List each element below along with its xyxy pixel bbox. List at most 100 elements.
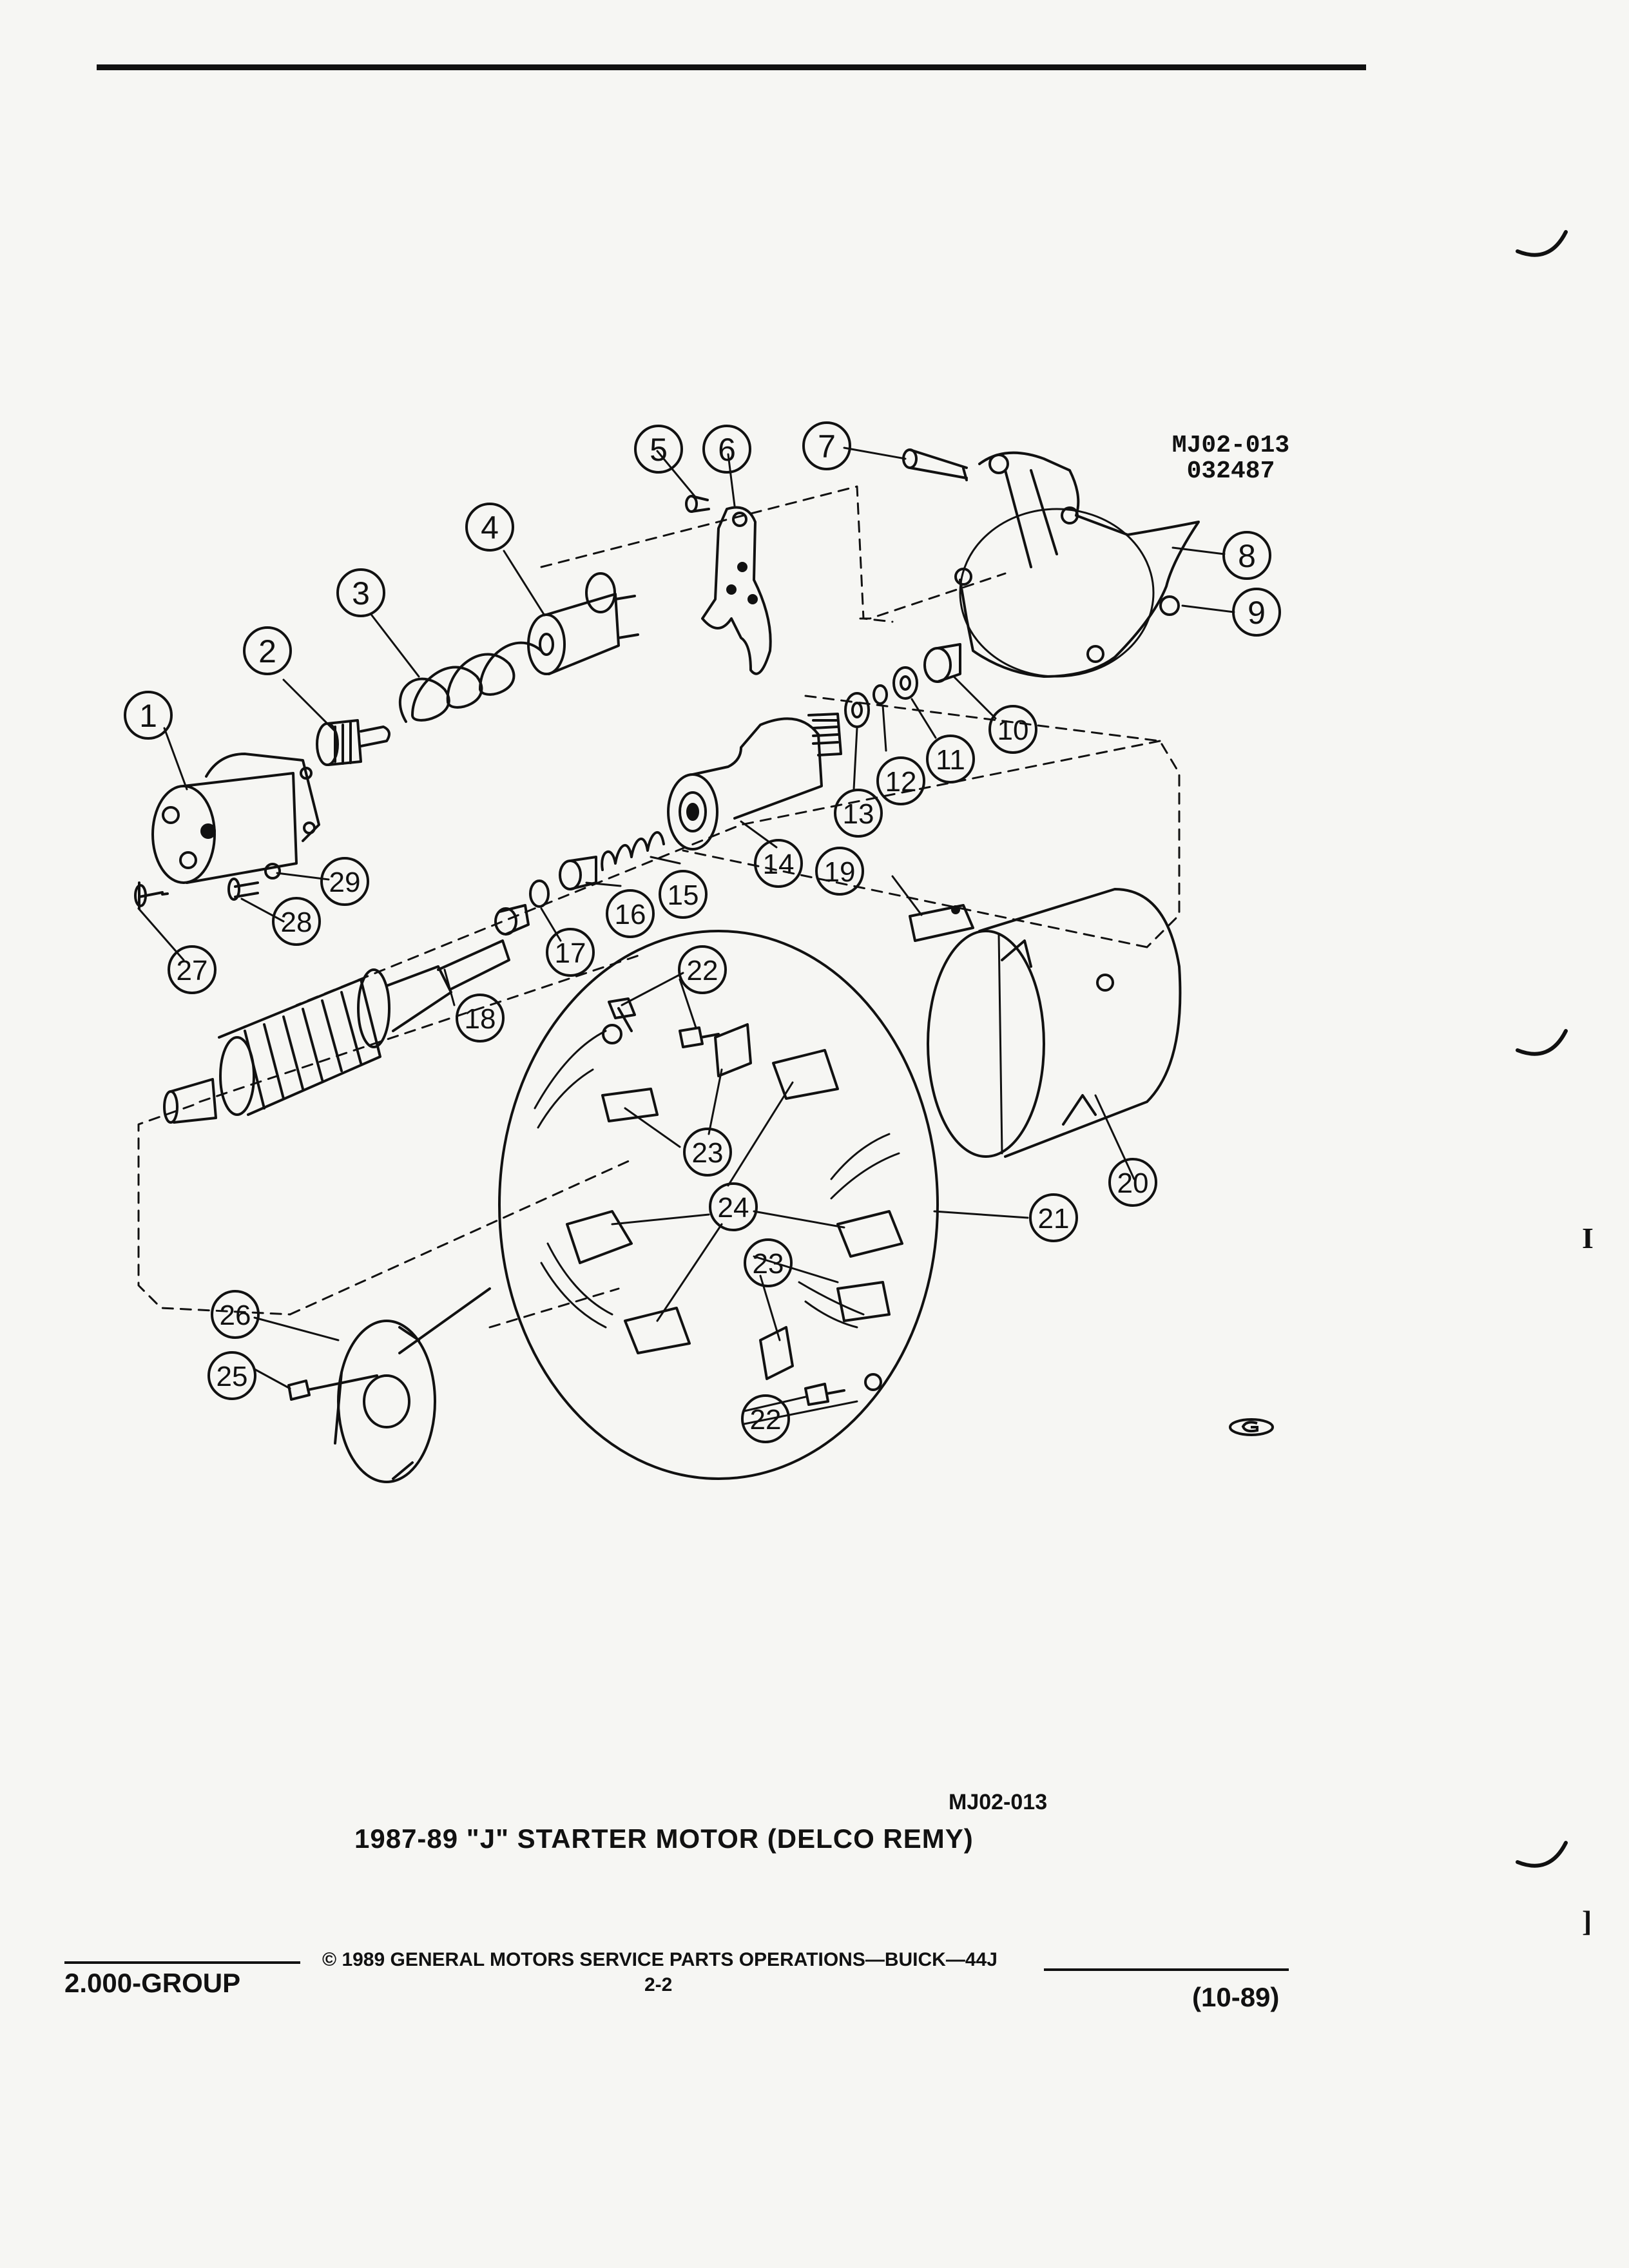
drive-spring [601,831,665,871]
callout-21: 21 [1029,1193,1078,1242]
drive-housing-bolt [902,448,968,481]
brush-holder-screw [608,997,636,1032]
callout-16: 16 [606,889,655,938]
footer-rule-right [1044,1968,1289,1971]
callout-3: 3 [336,568,385,617]
callout-24: 24 [709,1182,758,1231]
stamp-date-code: 032487 [1186,457,1275,485]
callout-2: 2 [243,626,292,675]
callout-22-bottom-label: 22 [750,1404,782,1436]
brush-holder-assembly [498,930,939,1480]
callout-11-label: 11 [936,744,965,776]
field-frame [927,888,1182,1158]
callout-13: 13 [834,789,883,838]
figure-code: MJ02-013 [949,1790,1048,1814]
footer-group: 2.000-GROUP [64,1968,241,1998]
callout-19: 19 [815,847,864,896]
callout-23-bottom-label: 23 [753,1248,784,1280]
callout-17-label: 17 [555,937,586,969]
solenoid [151,753,320,884]
callout-10-label: 10 [998,715,1029,746]
callout-26-label: 26 [220,1300,251,1331]
callout-25-label: 25 [217,1361,248,1392]
callout-1-label: 1 [139,698,157,734]
callout-22-top-label: 22 [687,955,718,986]
housing-nut [1159,595,1180,616]
callout-6: 6 [702,425,751,474]
callout-15-label: 15 [668,879,699,911]
callout-25: 25 [207,1351,256,1400]
callout-28-label: 28 [281,907,313,938]
edge-mark-2: ] [1582,1905,1592,1937]
footer-copyright: © 1989 GENERAL MOTORS SERVICE PARTS OPER… [322,1949,998,1970]
shift-lever [701,506,772,675]
callout-22-top: 22 [678,945,727,994]
retainer-ring [872,684,888,705]
callout-4-label: 4 [481,510,499,546]
callout-21-label: 21 [1038,1203,1070,1235]
callout-11: 11 [926,735,975,783]
solenoid-screw [134,881,169,910]
drive-bushing [923,643,961,683]
callout-5: 5 [634,425,683,474]
callout-16-label: 16 [615,899,646,930]
return-spring [398,641,543,723]
callout-24-label: 24 [718,1192,749,1224]
spacer [559,856,597,890]
callout-8-label: 8 [1238,538,1256,574]
pin [685,495,710,513]
edge-mark-1: I [1582,1222,1594,1254]
figure-title: 1987-89 "J" STARTER MOTOR (DELCO REMY) [354,1823,974,1854]
thrust-washer [892,666,918,700]
callout-7: 7 [802,421,851,470]
callout-14-label: 14 [763,849,795,880]
callout-5-label: 5 [650,432,668,468]
callout-18: 18 [456,994,505,1043]
stamp-code: MJ02-013 [1171,432,1290,459]
spacer-ring [529,879,550,908]
callout-27-label: 27 [177,955,208,986]
callout-20: 20 [1108,1158,1157,1207]
callout-8: 8 [1222,531,1271,580]
plunger [316,719,390,766]
footer-rule-left [64,1961,300,1964]
callout-15: 15 [659,870,708,919]
callout-6-label: 6 [718,432,736,468]
callout-28: 28 [272,897,321,946]
drive-housing [954,451,1200,678]
drawing-stamp: MJ02-013 032487 [1147,433,1315,485]
shift-shaft [527,572,639,675]
callout-10: 10 [988,705,1037,754]
callout-18-label: 18 [465,1003,496,1035]
drive-assembly [667,713,842,850]
callout-12-label: 12 [885,766,917,798]
callout-22-bottom: 22 [741,1394,790,1443]
footer-page-number: 2-2 [644,1974,673,1995]
brush-holder-screw-2 [679,1026,720,1048]
callout-14: 14 [754,839,803,888]
callout-9: 9 [1232,588,1281,637]
callout-26: 26 [211,1290,260,1339]
callout-29-label: 29 [329,867,361,898]
collar [844,692,870,728]
brush-holder-screw-3 [804,1383,845,1406]
solenoid-screw-short [227,878,259,901]
callout-19-label: 19 [824,856,856,888]
leader-lines [137,447,1235,1425]
armature [163,904,530,1124]
callout-20-label: 20 [1117,1168,1149,1199]
callout-1: 1 [124,691,173,740]
callout-3-label: 3 [352,575,370,611]
end-frame-bolt [287,1374,378,1401]
footer-date: (10-89) [1192,1982,1280,2012]
callout-17: 17 [546,928,595,977]
callout-7-label: 7 [818,428,836,465]
binding-marks [1516,230,1568,1868]
through-bolt [398,1287,491,1354]
callout-4: 4 [465,503,514,552]
callout-12: 12 [876,756,925,805]
callout-27: 27 [168,945,217,994]
commutator-end-frame [334,1320,436,1483]
callout-23-top-label: 23 [692,1137,724,1169]
